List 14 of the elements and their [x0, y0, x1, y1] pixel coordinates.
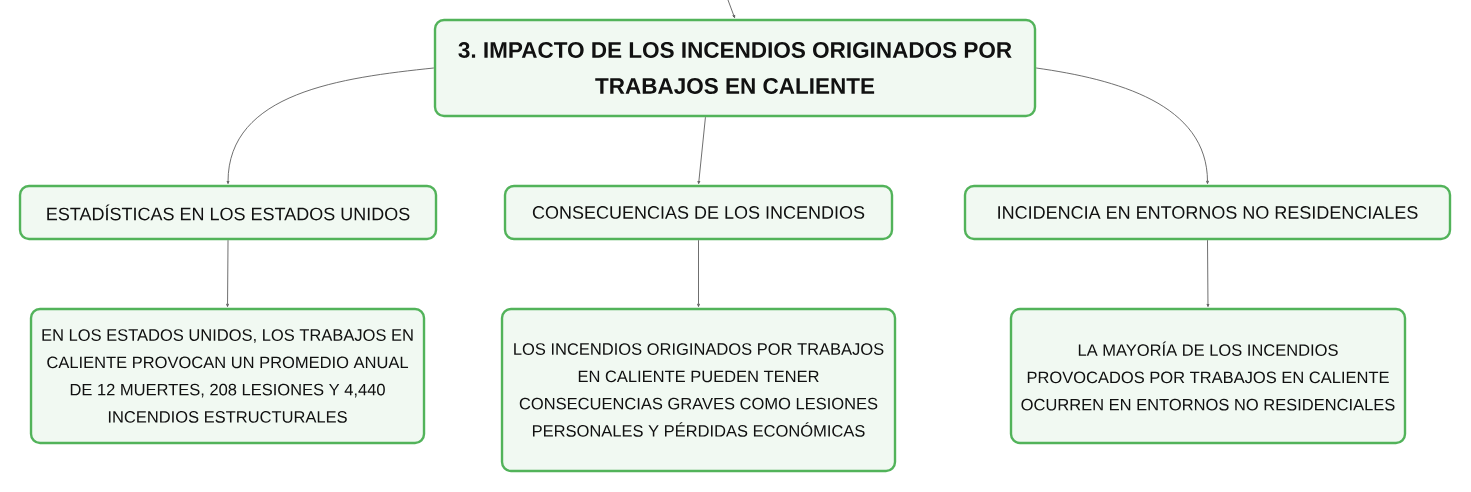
connector-arrow: [1206, 239, 1210, 308]
subtopic-box: INCIDENCIA EN ENTORNOS NO RESIDENCIALES: [963, 184, 1452, 241]
connector-arrow: [226, 239, 229, 308]
subtopic-box: ESTADÍSTICAS EN LOS ESTADOS UNIDOS: [18, 184, 438, 241]
topic-box: 3. IMPACTO DE LOS INCENDIOS ORIGINADOS POR TRABAJOS EN CALIENTE: [433, 18, 1037, 118]
connector-arrow: [697, 116, 706, 185]
subtopic-box: CONSECUENCIAS DE LOS INCENDIOS: [503, 184, 894, 241]
detail-box: LOS INCENDIOS ORIGINADOS POR TRABAJOS EN CALIENTE PUEDEN TENER CONSECUENCIAS GRAVES COMO LESIONES PERSONALES Y PÉRDIDAS ECONÓMICAS: [500, 307, 897, 473]
detail-box: EN LOS ESTADOS UNIDOS, LOS TRABAJOS EN CALIENTE PROVOCAN UN PROMEDIO ANUAL DE 12 MUERTES, 208 LESIONES Y 4,440 INCENDIOS ESTRUCTURALES: [29, 307, 426, 445]
connector-arrow: [226, 67, 435, 185]
connector-arrow: [727, 0, 736, 19]
detail-box: LA MAYORÍA DE LOS INCENDIOS PROVOCADOS POR TRABAJOS EN CALIENTE OCURREN EN ENTORNOS NO RESIDENCIALES: [1009, 307, 1407, 445]
connector-arrow: [1035, 67, 1209, 185]
connector-arrow: [697, 239, 700, 308]
